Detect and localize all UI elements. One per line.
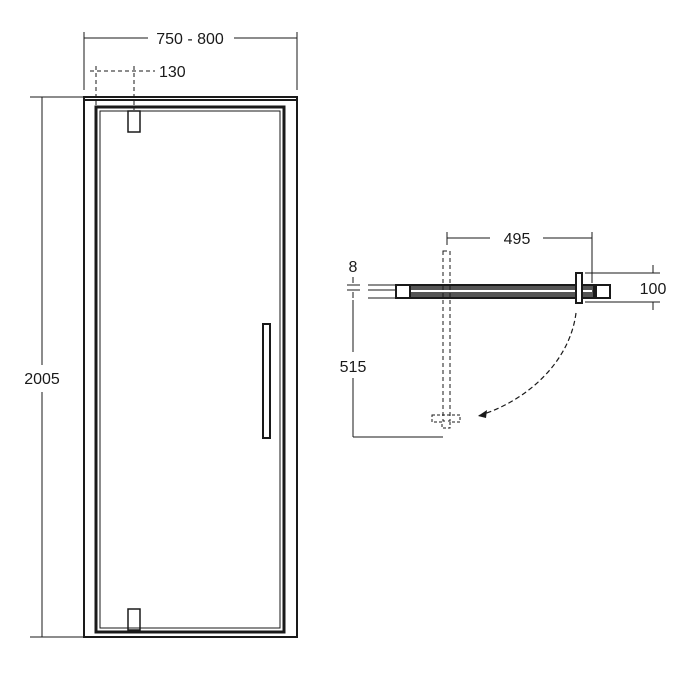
swing-width-dimension: 495 <box>504 231 531 248</box>
swing-arc <box>477 312 577 417</box>
glass-thickness-dimension: 8 <box>349 259 358 276</box>
door-panel <box>94 105 286 634</box>
glass-edge <box>99 110 281 629</box>
wall-profile-plan <box>595 284 611 299</box>
hinge-offset-dimension: 130 <box>159 64 186 81</box>
swing-arrow-icon <box>478 410 487 418</box>
top-hinge <box>127 110 141 133</box>
profile-depth-dimension: 100 <box>640 281 667 298</box>
bottom-hinge <box>127 608 141 631</box>
swing-depth-dimension: 515 <box>340 359 367 376</box>
door-handle <box>262 323 271 439</box>
pivot-plan <box>575 272 583 304</box>
outer-frame <box>83 96 298 638</box>
width-dimension: 750 - 800 <box>156 31 224 48</box>
height-dimension: 2005 <box>24 371 60 388</box>
plan-view <box>347 232 660 438</box>
front-elevation <box>30 32 298 638</box>
open-door-position <box>442 250 451 422</box>
